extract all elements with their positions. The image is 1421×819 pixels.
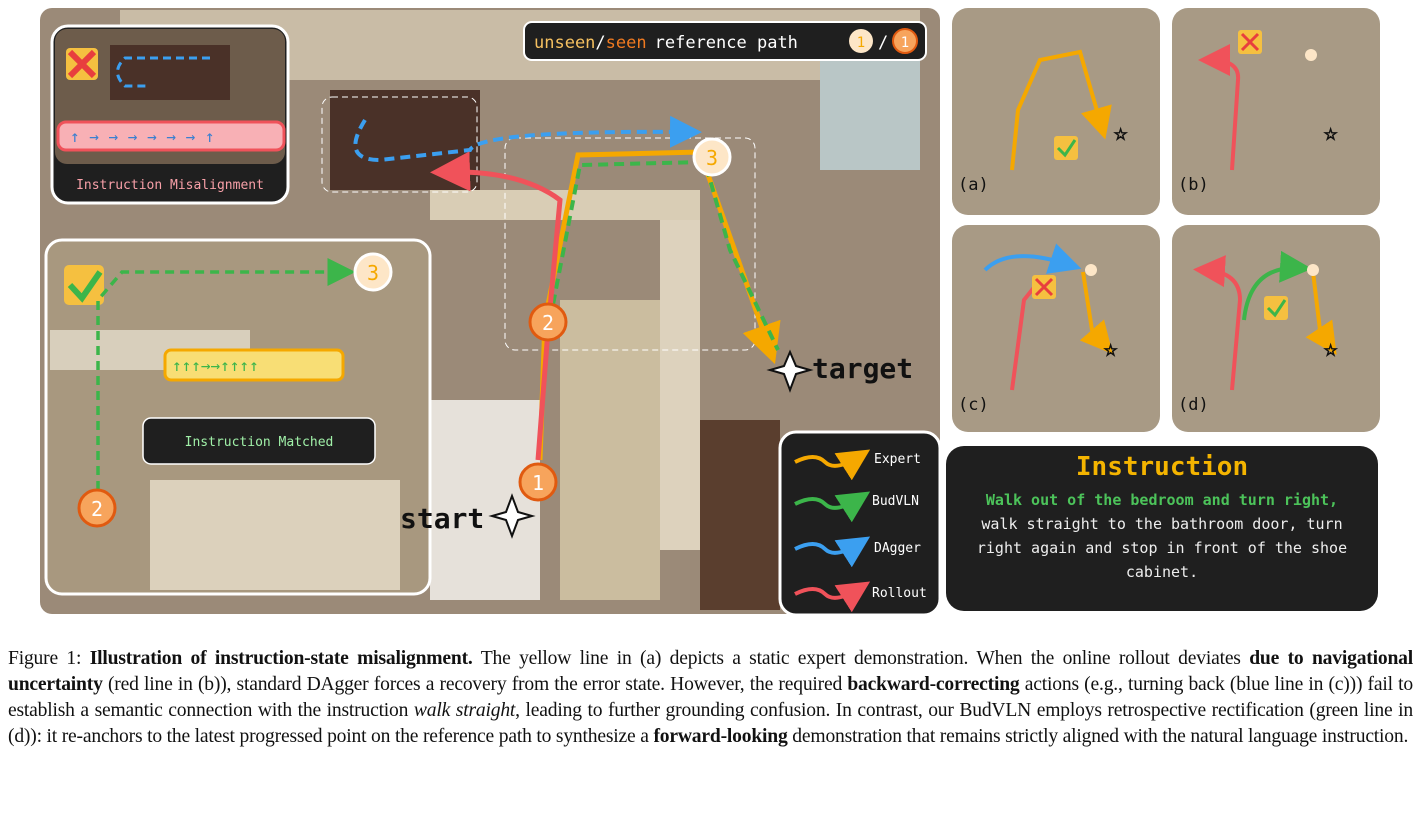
panel-b: ☆ (b): [1172, 8, 1380, 215]
svg-text:BudVLN: BudVLN: [872, 494, 919, 509]
svg-text:Rollout: Rollout: [872, 586, 927, 601]
svg-text:2: 2: [542, 311, 554, 335]
panel-c: ☆ (c): [952, 225, 1160, 432]
svg-text:3: 3: [706, 146, 718, 170]
svg-text:↑↑↑→→↑↑↑↑: ↑↑↑→→↑↑↑↑: [172, 356, 259, 375]
svg-text:1: 1: [901, 35, 909, 51]
instruction-title: Instruction: [1075, 452, 1249, 482]
svg-text:↑ → → → → → → ↑: ↑ → → → → → → ↑: [70, 127, 215, 146]
waypoint-1: 1: [518, 462, 558, 502]
panel-a: ☆ (a): [952, 8, 1160, 215]
matched-inset: 3 2 ↑↑↑→→↑↑↑↑ Instruction Matched: [44, 238, 432, 596]
instruction-text: Walk out of the bedroom and turn right, …: [976, 491, 1348, 581]
svg-text:☆: ☆: [1324, 337, 1337, 362]
panel-d: ☆ (d): [1172, 225, 1380, 432]
svg-text:1: 1: [857, 35, 865, 51]
waypoint-2: 2: [528, 302, 568, 342]
figure-caption: Figure 1: Illustration of instruction-st…: [8, 648, 1413, 747]
start-star-icon: [488, 493, 536, 539]
svg-text:☆: ☆: [1324, 121, 1337, 146]
instruction-box: Instruction Walk out of the bedroom and …: [946, 446, 1378, 611]
target-label: target: [812, 352, 913, 385]
svg-text:3: 3: [367, 261, 379, 285]
svg-text:☆: ☆: [1114, 121, 1127, 146]
check-icon: [64, 265, 104, 305]
method-legend: Expert BudVLN DAgger Rollout: [778, 430, 942, 617]
svg-text:1: 1: [532, 471, 544, 495]
cross-icon: [66, 48, 98, 80]
svg-text:DAgger: DAgger: [874, 541, 921, 556]
target-star-icon: [766, 349, 814, 393]
svg-text:Instruction Misalignment: Instruction Misalignment: [76, 178, 264, 193]
svg-text:(d): (d): [1178, 395, 1209, 415]
svg-text:Expert: Expert: [874, 452, 921, 467]
svg-text:Instruction Matched: Instruction Matched: [185, 435, 334, 450]
waypoint-3: 3: [692, 137, 732, 177]
svg-text:☆: ☆: [1104, 337, 1117, 362]
svg-text:(c): (c): [958, 395, 989, 415]
svg-text:2: 2: [91, 497, 103, 521]
svg-text:/: /: [878, 33, 888, 53]
start-label: start: [400, 502, 484, 535]
start-marker: start: [400, 493, 536, 539]
svg-text:(a): (a): [958, 175, 989, 195]
svg-text:(b): (b): [1178, 175, 1209, 195]
misalignment-inset: ↑ → → → → → → ↑ Instruction Misalignment: [50, 24, 290, 205]
